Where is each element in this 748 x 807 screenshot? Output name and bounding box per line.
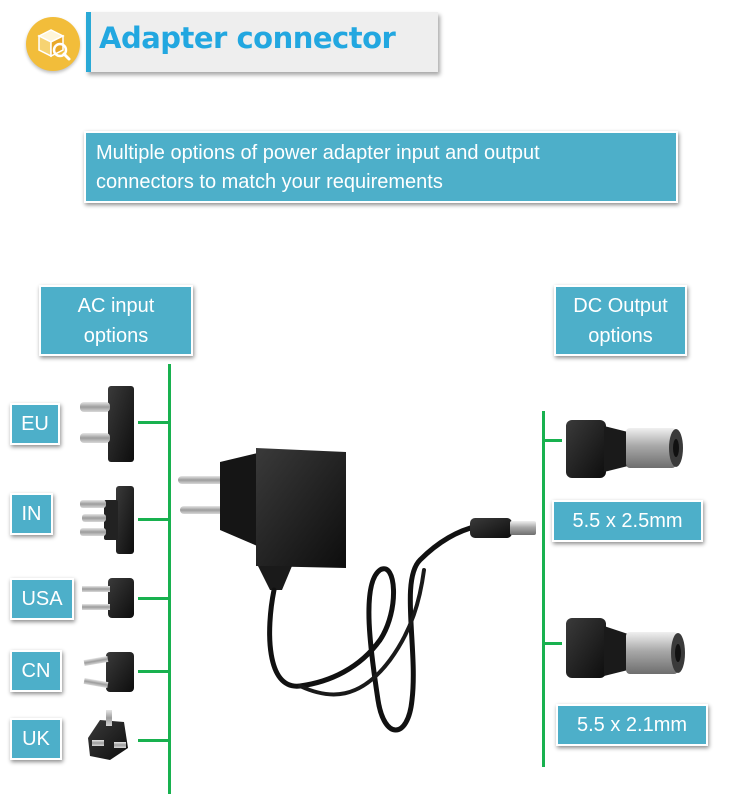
logo-badge [26, 17, 80, 71]
dc-output-heading: DC Output options [554, 285, 687, 356]
page-title: Adapter connector [99, 21, 396, 55]
power-adapter-icon [178, 448, 536, 733]
dc-connector-line [542, 411, 545, 767]
dc-barrel-connector-icon [566, 420, 683, 478]
uk-plug-icon [88, 710, 128, 760]
subtitle-line-2: connectors to match your requirements [96, 171, 443, 193]
title-banner: Adapter connector [86, 12, 438, 72]
title-accent-bar [86, 12, 91, 72]
ac-option-usa: USA [10, 578, 74, 620]
ac-connector-line [168, 364, 171, 794]
dc-option-5-5x2-5: 5.5 x 2.5mm [552, 500, 703, 542]
dc-barrel-connector-icon [566, 618, 685, 678]
eu-plug-icon [80, 386, 134, 462]
ac-input-heading: AC input options [39, 285, 193, 356]
ac-input-heading-line-1: AC input [77, 295, 155, 317]
ac-branch-uk [138, 739, 170, 742]
cn-plug-icon [83, 652, 134, 692]
subtitle-banner: Multiple options of power adapter input … [84, 131, 678, 203]
ac-branch-cn [138, 670, 170, 673]
ac-branch-in [138, 518, 170, 521]
subtitle-line-1: Multiple options of power adapter input … [96, 142, 540, 164]
dc-branch-2 [542, 642, 562, 645]
ac-branch-usa [138, 597, 170, 600]
box-search-icon [37, 29, 71, 61]
dc-output-heading-line-2: options [588, 325, 653, 347]
dc-output-heading-line-1: DC Output [573, 295, 668, 317]
usa-plug-icon [82, 578, 134, 618]
dc-option-5-5x2-1: 5.5 x 2.1mm [556, 704, 708, 746]
in-plug-icon [80, 486, 134, 554]
ac-input-heading-line-2: options [83, 325, 149, 347]
dc-branch-1 [542, 439, 562, 442]
ac-branch-eu [138, 421, 170, 424]
ac-option-eu: EU [10, 403, 60, 445]
ac-option-cn: CN [10, 650, 62, 692]
ac-option-in: IN [10, 493, 53, 535]
ac-option-uk: UK [10, 718, 62, 760]
